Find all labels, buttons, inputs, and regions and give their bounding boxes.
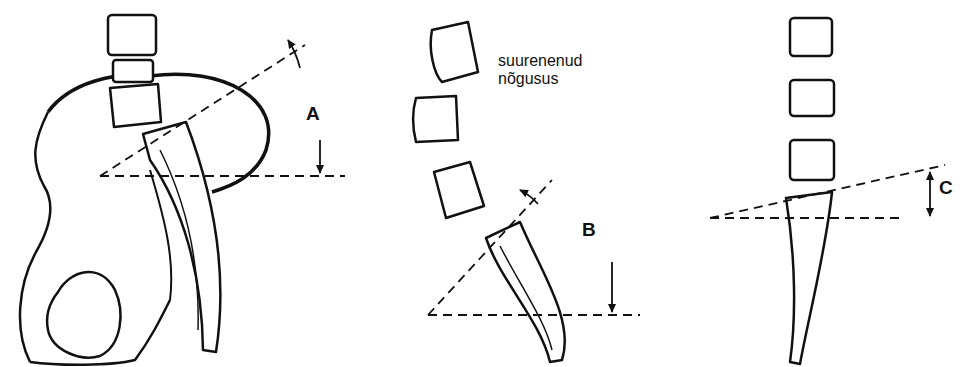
annotation-note: suurenenud nõgusus [498,52,598,89]
angle-label: C [939,178,953,197]
angle-label: A [306,104,320,123]
angle-label: B [582,220,596,239]
